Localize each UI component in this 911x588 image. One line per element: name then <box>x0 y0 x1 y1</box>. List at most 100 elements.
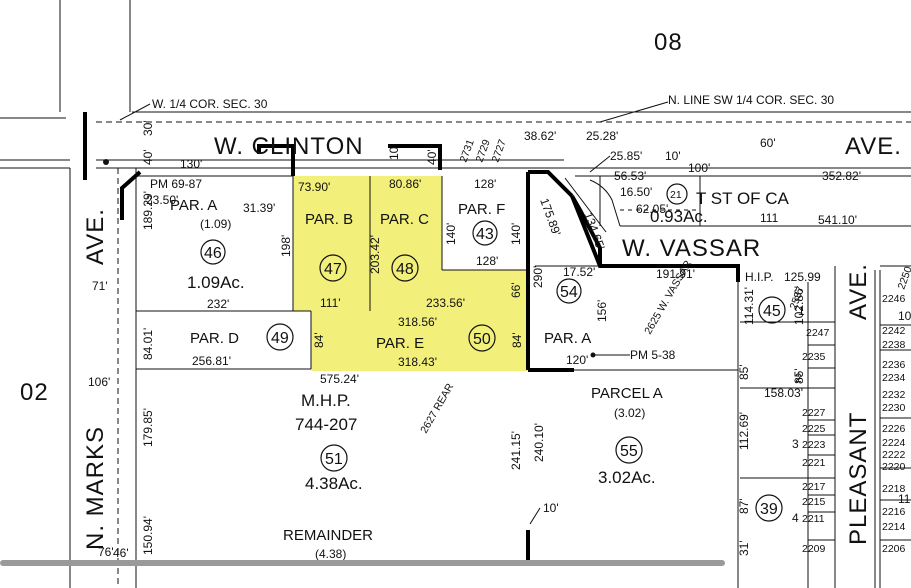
parcel-46-paren: (1.09) <box>200 217 231 231</box>
parcel-51-area: 4.38Ac. <box>305 474 363 493</box>
parcel-54-label: PAR. A <box>544 330 591 347</box>
addr-2235: 2235 <box>802 351 826 363</box>
parcel-43-label: PAR. F <box>458 201 505 218</box>
dim-352-82: 352.82' <box>822 169 861 183</box>
parcel-50-fill <box>311 311 528 371</box>
dim-140-right: 140' <box>509 223 523 245</box>
dim-120: 120' <box>566 353 588 367</box>
dim-40-left: 40' <box>141 149 155 165</box>
dim-318-43: 318.43' <box>398 355 437 369</box>
dim-31-39: 31.39' <box>243 201 275 215</box>
dim-25-28: 25.28' <box>586 129 618 143</box>
parcel-number-circles <box>200 183 786 522</box>
dim-73-90: 73.90' <box>298 180 330 194</box>
survey-point <box>103 159 109 165</box>
leader-lines <box>119 101 669 525</box>
pm-point <box>590 352 596 358</box>
note-parcel-a-big: PARCEL A <box>591 385 663 402</box>
addr-2225: 2225 <box>802 423 826 435</box>
dim-191-91: 191.91' <box>656 267 695 281</box>
dim-84-right: 84' <box>510 332 524 348</box>
dim-17-52: 17.52' <box>563 265 595 279</box>
lot-3: 3 <box>792 437 799 451</box>
parcel-55-number: 55 <box>620 443 638 460</box>
note-n-line: N. LINE SW 1/4 COR. SEC. 30 <box>668 93 834 107</box>
addr-2223: 2223 <box>802 439 826 451</box>
parcel-54-number: 54 <box>560 284 578 301</box>
dim-541-10: 541.10' <box>818 213 857 227</box>
dim-71: 71' <box>92 279 108 293</box>
dim-130: 130' <box>180 157 202 171</box>
note-st-of-ca: T ST OF CA <box>696 189 790 208</box>
addr-2220: 2220 <box>882 461 906 473</box>
section-number-02: 02 <box>20 379 49 406</box>
note-parcel-a-big-area: (3.02) <box>614 406 645 420</box>
dim-46: 46' <box>113 546 129 560</box>
dim-10-south: 10' <box>543 501 559 515</box>
addr-10: 10 <box>898 309 911 323</box>
addr-2206: 2206 <box>882 543 906 555</box>
dim-23-50: 23.50' <box>146 193 178 207</box>
parcel-48-fill <box>370 176 442 311</box>
parcel-21-area: 0.93Ac. <box>650 207 708 226</box>
bold-boundaries <box>83 112 740 560</box>
note-mhp: M.H.P. <box>301 391 351 410</box>
dim-40-right: 40' <box>425 149 439 165</box>
street-pleasant: PLEASANT <box>845 412 872 545</box>
parcel-50-label: PAR. E <box>376 335 424 352</box>
parcel-43-number: 43 <box>476 226 494 243</box>
addr-11: 11 <box>898 492 911 506</box>
dim-128-top: 128' <box>474 177 496 191</box>
dim-100: 100' <box>688 161 710 175</box>
dim-16-50: 16.50' <box>620 185 652 199</box>
dim-87: 87' <box>737 498 751 514</box>
note-pm-5-38: PM 5-38 <box>630 348 676 362</box>
addr-2246: 2246 <box>882 293 906 305</box>
dim-240-10: 240.10' <box>532 423 546 462</box>
dim-318-56: 318.56' <box>398 315 437 329</box>
addr-2216: 2216 <box>882 506 906 518</box>
street-w-clinton: W. CLINTON <box>214 133 364 160</box>
dim-290: 290' <box>531 266 545 288</box>
street-pleasant-ave: AVE. <box>845 263 872 320</box>
dim-56-53: 56.53' <box>614 169 646 183</box>
addr-2227: 2227 <box>802 407 826 419</box>
parcel-39-number: 39 <box>760 501 778 518</box>
note-remainder-area: (4.38) <box>315 547 346 561</box>
street-clinton-ave: AVE. <box>845 133 902 160</box>
dim-80-86: 80.86' <box>389 177 421 191</box>
dim-111-st: 111 <box>760 211 779 225</box>
lot-4: 4 <box>792 511 799 525</box>
dim-106: 106' <box>88 375 110 389</box>
horizontal-scrollbar[interactable] <box>0 560 725 566</box>
addr-2238: 2238 <box>882 339 906 351</box>
dim-575-24: 575.24' <box>320 372 359 386</box>
lot-2: 2 <box>795 371 802 385</box>
parcel-46-number: 46 <box>204 245 222 262</box>
dim-25-85: 25.85' <box>610 149 642 163</box>
addr-2234: 2234 <box>882 372 906 384</box>
note-remainder: REMAINDER <box>283 527 373 544</box>
dim-233-56: 233.56' <box>426 296 465 310</box>
addr-2247: 2247 <box>806 327 830 339</box>
addr-2236: 2236 <box>882 359 906 371</box>
note-mhp-number: 744-207 <box>295 415 357 434</box>
addr-2226: 2226 <box>882 423 906 435</box>
dim-60: 60' <box>760 136 776 150</box>
highlighted-parcels <box>293 176 528 371</box>
page-number-08: 08 <box>654 29 683 56</box>
parcel-43-lower-fill <box>442 270 528 311</box>
dim-232: 232' <box>207 297 229 311</box>
addr-2211: 2211 <box>802 513 825 525</box>
dim-256-81: 256.81' <box>192 354 231 368</box>
dim-30: 30' <box>141 120 155 136</box>
addr-2224: 2224 <box>882 437 906 449</box>
dim-150-94: 150.94' <box>141 516 155 555</box>
street-n-marks: N. MARKS <box>82 426 109 550</box>
dim-189-29: 189.29' <box>141 191 155 230</box>
dim-125-99: 125.99 <box>784 270 821 284</box>
parcel-55-area: 3.02Ac. <box>598 468 656 487</box>
parcel-50-number: 50 <box>473 331 491 348</box>
addr-2214: 2214 <box>882 521 906 533</box>
